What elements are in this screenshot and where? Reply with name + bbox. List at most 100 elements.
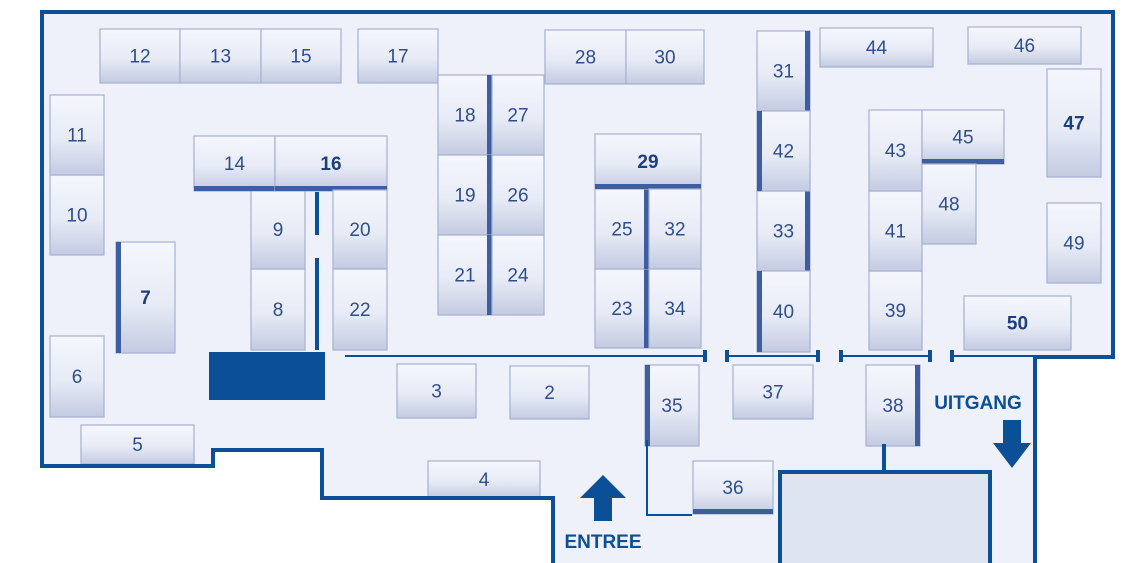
booth-26-area[interactable]: [491, 154, 545, 236]
booth-9[interactable]: 9: [250, 189, 306, 270]
booth-47-area[interactable]: [1046, 68, 1102, 178]
booth-17-label: 17: [387, 47, 408, 68]
booth-6-area[interactable]: [49, 335, 105, 418]
booth-44-area[interactable]: [819, 27, 934, 68]
booth-48-area[interactable]: [921, 163, 977, 245]
booth-5[interactable]: 5: [80, 424, 195, 465]
booth-44[interactable]: 44: [819, 27, 934, 68]
booth-2[interactable]: 2: [509, 365, 590, 420]
booth-18-area[interactable]: [437, 74, 493, 156]
booth-3-area[interactable]: [396, 363, 477, 419]
booth-17[interactable]: 17: [357, 28, 439, 84]
booth-13[interactable]: 13: [179, 28, 262, 84]
booth-24[interactable]: 24: [491, 234, 545, 316]
booth-29-accent: [595, 184, 701, 189]
booth-26[interactable]: 26: [491, 154, 545, 236]
booth-4-area[interactable]: [427, 460, 541, 499]
booth-8[interactable]: 8: [250, 268, 306, 351]
booth-25-area[interactable]: [594, 188, 650, 270]
booth-28[interactable]: 28: [544, 29, 627, 85]
booth-32[interactable]: 32: [648, 188, 702, 270]
booth-18[interactable]: 18: [437, 74, 493, 156]
booth-18-accent: [487, 75, 492, 155]
booth-45[interactable]: 45: [921, 109, 1005, 165]
booth-12[interactable]: 12: [99, 28, 181, 84]
booth-36[interactable]: 36: [692, 460, 774, 515]
booth-41[interactable]: 41: [868, 190, 923, 272]
booth-17-area[interactable]: [357, 28, 439, 84]
booth-15-area[interactable]: [260, 28, 342, 84]
booth-20[interactable]: 20: [332, 189, 388, 270]
booth-38[interactable]: 38: [865, 364, 921, 447]
booth-19[interactable]: 19: [437, 154, 493, 236]
booth-46[interactable]: 46: [967, 26, 1082, 65]
booth-27[interactable]: 27: [491, 74, 545, 156]
booth-6[interactable]: 6: [49, 335, 105, 418]
booth-22[interactable]: 22: [332, 268, 388, 351]
booth-33[interactable]: 33: [756, 190, 811, 272]
booth-4[interactable]: 4: [427, 460, 541, 499]
booth-12-area[interactable]: [99, 28, 181, 84]
booth-8-area[interactable]: [250, 268, 306, 351]
booth-42-area[interactable]: [756, 110, 811, 192]
booth-16-area[interactable]: [274, 135, 388, 192]
booth-25[interactable]: 25: [594, 188, 650, 270]
booth-23[interactable]: 23: [594, 268, 650, 349]
booth-36-area[interactable]: [692, 460, 774, 515]
booth-39-area[interactable]: [868, 270, 923, 351]
booth-10[interactable]: 10: [49, 174, 105, 256]
booth-31[interactable]: 31: [756, 30, 811, 112]
booth-21-label: 21: [454, 266, 475, 287]
booth-49-area[interactable]: [1046, 202, 1102, 284]
booth-37-area[interactable]: [732, 364, 814, 420]
booth-23-label: 23: [611, 299, 632, 320]
booth-16[interactable]: 16: [274, 135, 388, 192]
booth-35[interactable]: 35: [644, 364, 700, 447]
booth-15[interactable]: 15: [260, 28, 342, 84]
booth-2-area[interactable]: [509, 365, 590, 420]
booth-11[interactable]: 11: [49, 94, 105, 176]
booth-10-area[interactable]: [49, 174, 105, 256]
booth-42[interactable]: 42: [756, 110, 811, 192]
booth-8-label: 8: [273, 300, 284, 321]
booth-28-area[interactable]: [544, 29, 627, 85]
booth-40[interactable]: 40: [756, 270, 811, 353]
booth-45-area[interactable]: [921, 109, 1005, 165]
booth-37[interactable]: 37: [732, 364, 814, 420]
booth-49[interactable]: 49: [1046, 202, 1102, 284]
booth-34-area[interactable]: [648, 268, 702, 349]
partition-post: [839, 350, 843, 362]
booth-14-area[interactable]: [193, 135, 276, 192]
booth-22-area[interactable]: [332, 268, 388, 351]
booth-34[interactable]: 34: [648, 268, 702, 349]
booth-50-area[interactable]: [963, 295, 1072, 351]
booth-7-area[interactable]: [115, 241, 176, 354]
booth-43[interactable]: 43: [868, 109, 923, 192]
booth-41-area[interactable]: [868, 190, 923, 272]
booth-31-area[interactable]: [756, 30, 811, 112]
booth-11-area[interactable]: [49, 94, 105, 176]
booth-25-accent: [644, 189, 649, 269]
booth-7[interactable]: 7: [115, 241, 176, 354]
booth-9-area[interactable]: [250, 189, 306, 270]
booth-27-area[interactable]: [491, 74, 545, 156]
booth-32-area[interactable]: [648, 188, 702, 270]
booth-5-area[interactable]: [80, 424, 195, 465]
booth-30-area[interactable]: [625, 29, 705, 85]
booth-46-area[interactable]: [967, 26, 1082, 65]
booth-30[interactable]: 30: [625, 29, 705, 85]
booth-19-area[interactable]: [437, 154, 493, 236]
booth-29[interactable]: 29: [594, 133, 702, 190]
booth-40-area[interactable]: [756, 270, 811, 353]
booth-13-area[interactable]: [179, 28, 262, 84]
booth-14[interactable]: 14: [193, 135, 276, 192]
booth-21-area[interactable]: [437, 234, 493, 316]
booth-47[interactable]: 47: [1046, 68, 1102, 178]
booth-3[interactable]: 3: [396, 363, 477, 419]
booth-50[interactable]: 50: [963, 295, 1072, 351]
booth-21[interactable]: 21: [437, 234, 493, 316]
booth-39[interactable]: 39: [868, 270, 923, 351]
booth-48[interactable]: 48: [921, 163, 977, 245]
booth-20-area[interactable]: [332, 189, 388, 270]
